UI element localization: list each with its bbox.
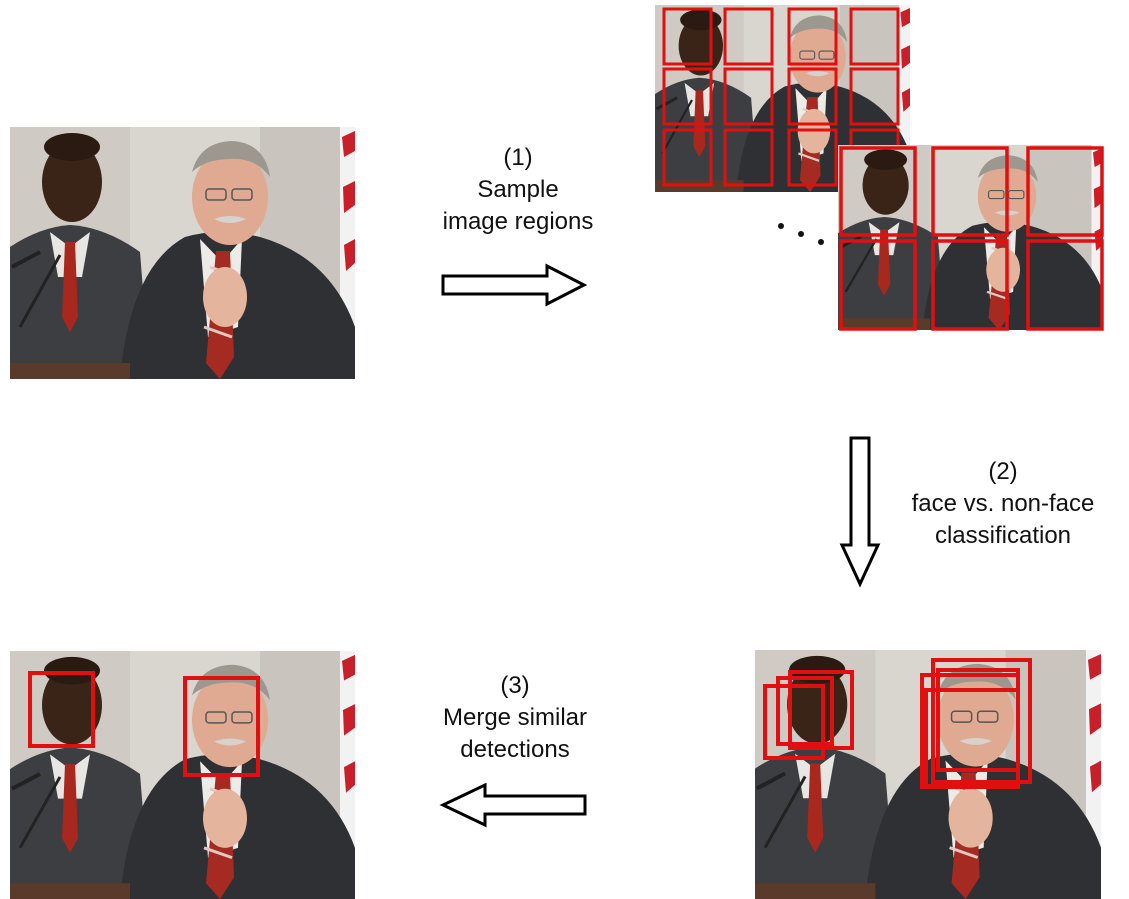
region-box: [931, 146, 1009, 237]
region-box: [849, 67, 900, 126]
classified-photo: [755, 650, 1101, 899]
raw-detection-box: [763, 684, 825, 760]
ellipsis-icon: [778, 223, 824, 245]
region-box: [787, 128, 838, 187]
sampled-regions-front: [838, 145, 1104, 331]
region-box: [839, 239, 917, 331]
region-box: [787, 67, 838, 126]
merged-photo: [10, 651, 355, 899]
step-text-line: image regions: [442, 208, 594, 235]
raw-detection-box: [776, 676, 834, 746]
region-box: [787, 7, 838, 66]
region-box: [662, 7, 713, 66]
step-number: (1): [503, 144, 533, 171]
arrow-left-icon: [439, 782, 587, 828]
step-text-line: Sample: [477, 176, 559, 203]
arrow-right-icon: [441, 263, 588, 307]
region-box: [662, 67, 713, 126]
region-box: [723, 67, 774, 126]
region-box: [723, 7, 774, 66]
merged-detection-box: [28, 671, 95, 748]
step-text-line: detections: [460, 736, 570, 763]
region-box: [723, 128, 774, 187]
raw-detection-box: [924, 688, 1020, 788]
region-box: [1026, 239, 1104, 331]
step-number: (2): [988, 458, 1018, 485]
raw-detection-box: [788, 670, 854, 750]
arrow-down-icon: [839, 436, 881, 588]
raw-detection-box: [931, 658, 1032, 784]
step-2-label: (2) face vs. non-face classification: [878, 456, 1128, 552]
region-box: [662, 128, 713, 187]
step-text-line: classification: [934, 522, 1072, 549]
region-box: [839, 146, 917, 237]
step-number: (3): [500, 672, 530, 699]
merged-detection-box: [183, 676, 260, 777]
region-box: [1026, 146, 1104, 237]
step-text-line: Merge similar: [442, 704, 588, 731]
step-3-label: (3) Merge similar detections: [400, 670, 630, 766]
region-box: [931, 239, 1009, 331]
input-photo: [8, 125, 357, 381]
region-box: [849, 7, 900, 66]
step-text-line: face vs. non-face: [911, 490, 1095, 517]
step-1-label: (1) Sample image regions: [418, 142, 618, 238]
sampled-regions-back: [655, 5, 910, 192]
